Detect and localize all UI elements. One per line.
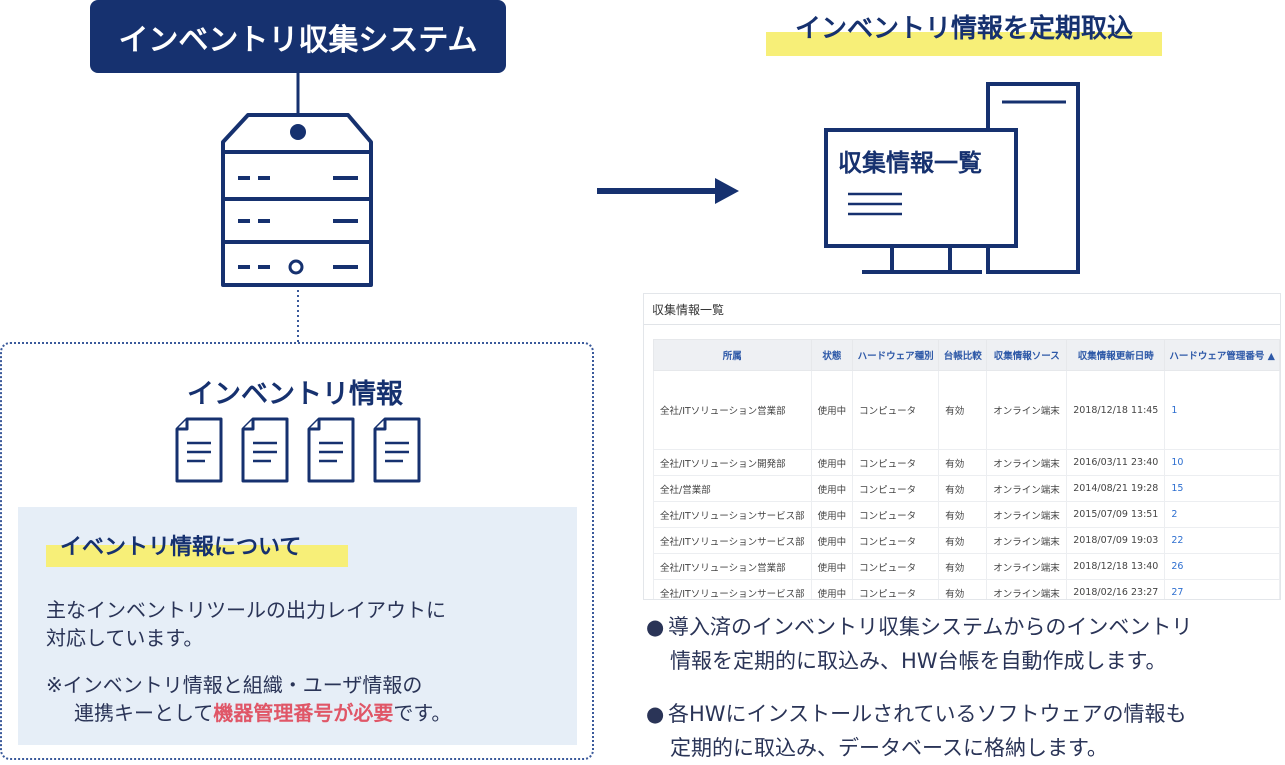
about-heading: イベントリ情報について: [46, 525, 348, 567]
bullet-2-line1: ●各HWにインストールされているソフトウェアの情報も: [646, 697, 1187, 731]
monitor-icon: [824, 82, 1080, 274]
table-header-row: 所属 状態 ハードウェア種別 台帳比較 収集情報ソース 収集情報更新日時 ハード…: [653, 339, 1280, 371]
system-title: インベントリ収集システム: [118, 22, 478, 58]
about-heading-text: イベントリ情報について: [60, 535, 302, 560]
cell-status: 使用中: [810, 370, 854, 450]
about-text-line1: 主なインベントリツールの出力レイアウトに: [46, 598, 446, 622]
col-header-status[interactable]: 状態: [810, 339, 854, 371]
cell-hw-type: コンピュータ: [852, 370, 940, 450]
inventory-table: 所属 状態 ハードウェア種別 台帳比較 収集情報ソース 収集情報更新日時 ハード…: [653, 339, 1280, 599]
cell-department: 全社/ITソリューションサービス部: [653, 579, 812, 599]
cell-ledger-compare: 有効: [938, 475, 988, 502]
cell-hw-number[interactable]: 2: [1164, 501, 1280, 528]
about-text-line2: 対応しています。: [46, 626, 204, 650]
cell-source: オンライン端末: [986, 475, 1068, 502]
cell-updated: 2015/07/09 13:51: [1066, 501, 1166, 528]
cell-updated: 2018/07/09 19:03: [1066, 527, 1166, 554]
cell-hw-type: コンピュータ: [852, 527, 940, 554]
cell-hw-type: コンピュータ: [852, 553, 940, 580]
inventory-table-panel: 所属 状態 ハードウェア種別 台帳比較 収集情報ソース 収集情報更新日時 ハード…: [643, 293, 1281, 600]
cell-source: オンライン端末: [986, 527, 1068, 554]
bullet-2-text1: 各HWにインストールされているソフトウェアの情報も: [668, 702, 1187, 726]
dotted-connector: [297, 290, 299, 344]
cell-department: 全社/ITソリューション開発部: [653, 449, 812, 476]
cell-hw-type: コンピュータ: [852, 475, 940, 502]
bullet-marker: ●: [646, 702, 665, 726]
note-suffix: です。: [393, 701, 452, 725]
note-line2: 連携キーとして機器管理番号が必要です。: [74, 699, 451, 727]
server-icon: [221, 70, 373, 287]
cell-hw-number[interactable]: 10: [1164, 449, 1280, 476]
col-header-hw-number[interactable]: ハードウェア管理番号 ▲: [1164, 339, 1280, 371]
cell-hw-type: コンピュータ: [852, 579, 940, 599]
col-header-hw-type[interactable]: ハードウェア種別: [852, 339, 940, 371]
right-heading-text: インベントリ情報を定期取込: [794, 14, 1133, 44]
cell-department: 全社/ITソリューションサービス部: [653, 527, 812, 554]
cell-department: 全社/ITソリューション営業部: [653, 370, 812, 450]
cell-updated: 2018/02/16 23:27: [1066, 579, 1166, 599]
right-heading: インベントリ情報を定期取込: [766, 6, 1162, 56]
cell-status: 使用中: [810, 527, 854, 554]
cell-hw-type: コンピュータ: [852, 449, 940, 476]
cell-ledger-compare: 有効: [938, 449, 988, 476]
cell-updated: 2016/03/11 23:40: [1066, 449, 1166, 476]
cell-updated: 2018/12/18 11:45: [1066, 370, 1166, 450]
cell-hw-number[interactable]: 22: [1164, 527, 1280, 554]
bullet-2-line2: 定期的に取込み、データベースに格納します。: [670, 736, 1108, 760]
cell-ledger-compare: 有効: [938, 527, 988, 554]
bullet-1-text1: 導入済のインベントリ収集システムからのインベントリ: [668, 615, 1193, 639]
cell-hw-number[interactable]: 26: [1164, 553, 1280, 580]
bullet-marker: ●: [646, 615, 665, 639]
cell-source: オンライン端末: [986, 501, 1068, 528]
note-emphasis: 機器管理番号が必要: [213, 701, 394, 725]
highlight-bar: [46, 545, 348, 567]
cell-source: オンライン端末: [986, 449, 1068, 476]
cell-status: 使用中: [810, 553, 854, 580]
inventory-info-title: インベントリ情報: [187, 379, 403, 410]
note-line1: ※インベントリ情報と組織・ユーザ情報の: [46, 673, 423, 697]
col-header-source[interactable]: 収集情報ソース: [986, 339, 1068, 371]
table-title: 収集情報一覧: [652, 303, 725, 317]
cell-department: 全社/営業部: [653, 475, 812, 502]
note-prefix: 連携キーとして: [74, 701, 214, 725]
cell-status: 使用中: [810, 475, 854, 502]
col-header-updated[interactable]: 収集情報更新日時: [1066, 339, 1166, 371]
document-icons: [175, 417, 421, 483]
cell-updated: 2014/08/21 19:28: [1066, 475, 1166, 502]
cell-status: 使用中: [810, 579, 854, 599]
cell-hw-number[interactable]: 15: [1164, 475, 1280, 502]
system-title-box: インベントリ収集システム: [90, 0, 506, 73]
inventory-info-box: [0, 342, 594, 760]
monitor-label: 収集情報一覧: [838, 149, 982, 177]
cell-ledger-compare: 有効: [938, 553, 988, 580]
divider: [644, 324, 1280, 325]
cell-source: オンライン端末: [986, 553, 1068, 580]
cell-status: 使用中: [810, 501, 854, 528]
cell-hw-number[interactable]: 27: [1164, 579, 1280, 599]
col-header-department[interactable]: 所属: [653, 339, 812, 371]
cell-status: 使用中: [810, 449, 854, 476]
cell-updated: 2018/12/18 13:40: [1066, 553, 1166, 580]
bullet-1-line2: 情報を定期的に取込み、HW台帳を自動作成します。: [670, 649, 1167, 673]
cell-source: オンライン端末: [986, 579, 1068, 599]
bullet-1-line1: ●導入済のインベントリ収集システムからのインベントリ: [646, 610, 1192, 644]
cell-ledger-compare: 有効: [938, 579, 988, 599]
cell-hw-type: コンピュータ: [852, 501, 940, 528]
cell-ledger-compare: 有効: [938, 370, 988, 450]
col-header-ledger-compare[interactable]: 台帳比較: [938, 339, 988, 371]
highlight-bar: [766, 32, 1162, 56]
cell-department: 全社/ITソリューション営業部: [653, 553, 812, 580]
right-arrow-icon: [597, 178, 739, 204]
cell-hw-number[interactable]: 1: [1164, 370, 1280, 450]
cell-ledger-compare: 有効: [938, 501, 988, 528]
cell-department: 全社/ITソリューションサービス部: [653, 501, 812, 528]
cell-source: オンライン端末: [986, 370, 1068, 450]
